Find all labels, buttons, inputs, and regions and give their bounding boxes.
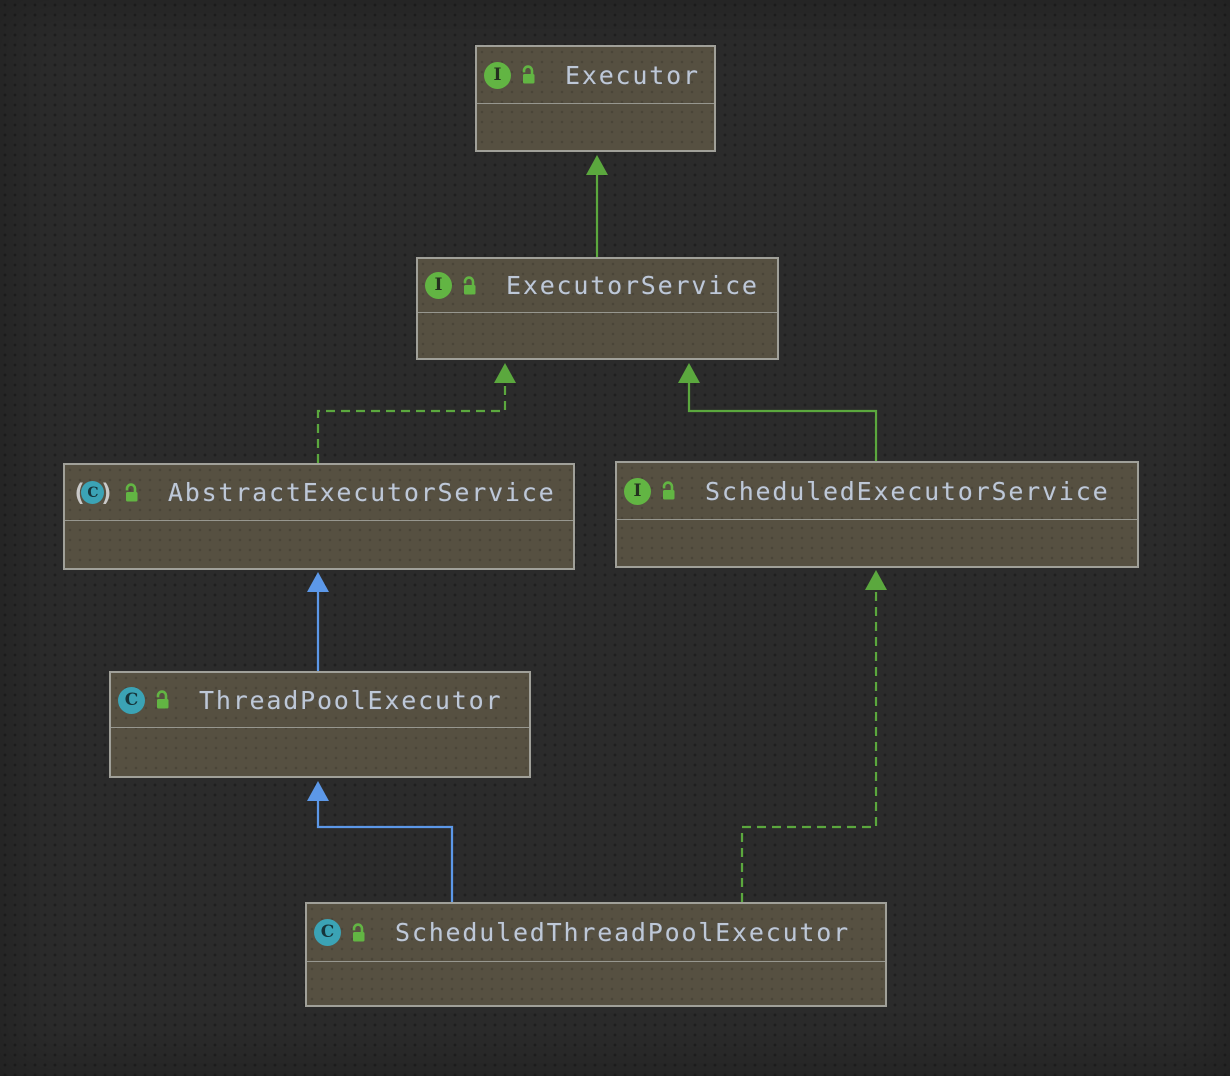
- unlocked-icon: [120, 482, 139, 503]
- class-icon: C: [118, 686, 145, 714]
- uml-node-executor-service[interactable]: I ExecutorService: [416, 257, 779, 360]
- class-name-label: ExecutorService: [506, 271, 759, 300]
- unlocked-icon-glyph: [662, 481, 675, 500]
- node-header: I ExecutorService: [418, 259, 777, 313]
- edge-arrowhead-icon: [494, 363, 516, 383]
- paren-close: ): [99, 478, 114, 507]
- uml-node-thread-pool-executor[interactable]: C ThreadPoolExecutor: [109, 671, 531, 778]
- interface-icon: I: [624, 477, 651, 505]
- unlocked-icon-glyph: [522, 65, 535, 84]
- node-header: I ScheduledExecutorService: [617, 463, 1137, 520]
- unlocked-icon-glyph: [352, 922, 365, 941]
- uml-node-scheduled-thread-pool-executor[interactable]: C ScheduledThreadPoolExecutor: [305, 902, 887, 1007]
- class-name-label: ScheduledThreadPoolExecutor: [395, 918, 850, 947]
- class-name-label: ThreadPoolExecutor: [199, 685, 503, 715]
- unlocked-icon: [517, 65, 536, 85]
- class-name-label: AbstractExecutorService: [167, 478, 556, 507]
- unlocked-icon-glyph: [125, 482, 138, 501]
- node-header: (C) AbstractExecutorService: [65, 465, 573, 521]
- interface-icon: I: [484, 61, 511, 89]
- node-header: I Executor: [477, 47, 714, 104]
- unlocked-icon: [347, 922, 366, 943]
- uml-node-executor[interactable]: I Executor: [475, 45, 716, 152]
- edge-scheduled-thread-pool-executor-to-scheduled-executor-service-implements[interactable]: [740, 590, 878, 902]
- node-header: C ScheduledThreadPoolExecutor: [307, 904, 885, 962]
- edge-scheduled-thread-pool-executor-to-thread-pool-executor-extends[interactable]: [316, 801, 454, 902]
- unlocked-icon: [657, 481, 676, 501]
- interface-icon: I: [425, 272, 452, 299]
- class-name-label: Executor: [565, 60, 700, 90]
- unlocked-icon-glyph: [156, 690, 169, 709]
- edge-arrowhead-icon: [586, 155, 608, 175]
- edge-abstract-executor-service-to-executor-service-implements[interactable]: [316, 383, 507, 463]
- uml-node-scheduled-executor-service[interactable]: I ScheduledExecutorService: [615, 461, 1139, 568]
- node-header: C ThreadPoolExecutor: [111, 673, 529, 728]
- class-icon: C: [314, 919, 341, 946]
- unlocked-icon: [151, 690, 170, 710]
- uml-node-abstract-executor-service[interactable]: (C) AbstractExecutorService: [63, 463, 575, 570]
- edge-arrowhead-icon: [678, 363, 700, 383]
- edge-arrowhead-icon: [865, 570, 887, 590]
- paren-open: (: [72, 478, 87, 507]
- edge-arrowhead-icon: [307, 781, 329, 801]
- abstract-class-icon: (C): [72, 481, 114, 505]
- class-name-label: ScheduledExecutorService: [705, 476, 1110, 506]
- unlocked-icon: [458, 275, 477, 296]
- edge-scheduled-executor-service-to-executor-service-extends[interactable]: [687, 383, 878, 461]
- edge-arrowhead-icon: [307, 572, 329, 592]
- class-icon: C: [81, 481, 105, 504]
- unlocked-icon-glyph: [463, 275, 476, 294]
